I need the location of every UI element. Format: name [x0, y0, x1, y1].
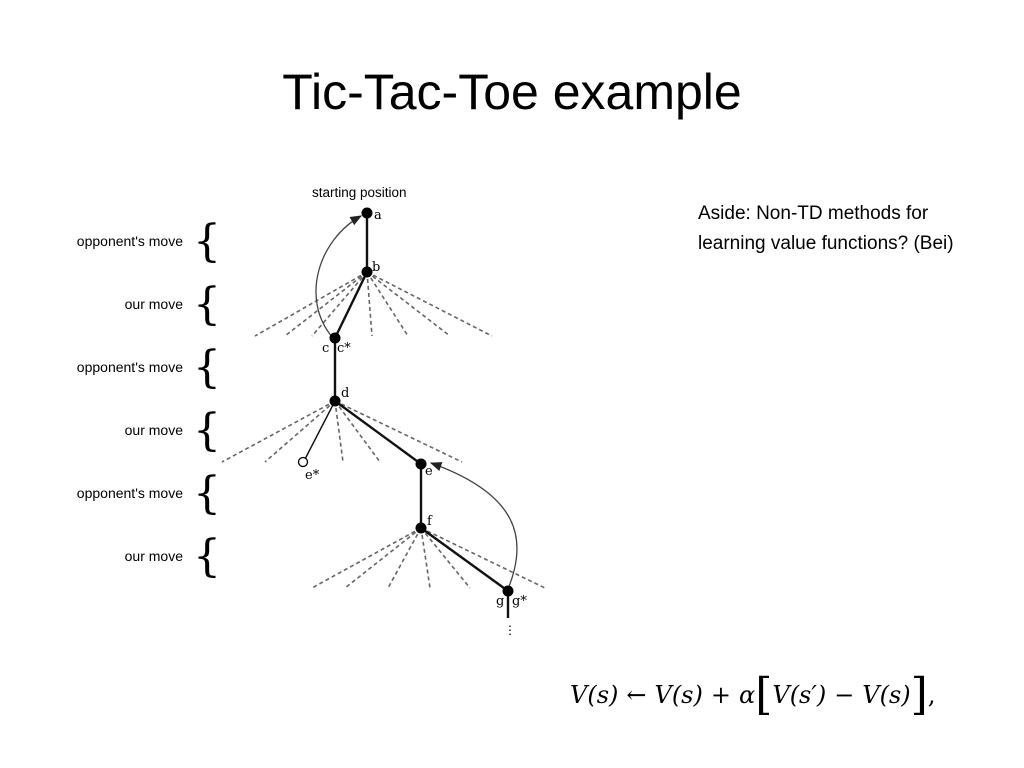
dashed-branch: [420, 527, 546, 589]
slide-title: Tic-Tac-Toe example: [282, 64, 742, 120]
dashed-branch: [264, 400, 336, 463]
formula-v-s: V(s): [654, 681, 703, 709]
edge-d-e: [334, 400, 422, 465]
root-caption: starting position: [312, 185, 407, 200]
node-label-c: c: [322, 341, 329, 356]
brace-icon: {: [193, 279, 221, 330]
formula-right-bracket: ]: [910, 669, 928, 720]
dashed-branch: [420, 527, 471, 589]
node-label-b: b: [372, 260, 380, 275]
node-label-d: d: [341, 386, 349, 401]
node-g: [502, 585, 514, 597]
node-c: [329, 332, 341, 344]
formula-arrow: ←: [626, 681, 647, 709]
formula-v-s-prime: V(s′): [772, 681, 827, 709]
backup-arrow-g-to-e: [429, 462, 518, 590]
node-b: [361, 266, 373, 278]
dashed-branch: [221, 400, 336, 463]
node-label-e-star: e*: [305, 468, 320, 483]
edge-b-c: [333, 271, 369, 339]
node-e-star: [297, 456, 309, 468]
move-label: our move: [125, 296, 184, 312]
dashed-branch: [366, 271, 373, 337]
move-label: our move: [125, 548, 184, 564]
dashed-branch: [387, 527, 422, 589]
move-label: our move: [125, 422, 184, 438]
move-label-row-3: opponent's move {: [77, 342, 221, 393]
backup-arrow-c-to-a: [315, 215, 363, 339]
node-label-a: a: [374, 208, 382, 223]
brace-icon: {: [193, 216, 221, 267]
played-path: [333, 213, 510, 618]
dashed-branch: [344, 527, 422, 589]
dashed-branch: [366, 271, 409, 337]
dashed-branch: [334, 400, 381, 463]
move-label: opponent's move: [77, 485, 183, 501]
game-tree-diagram: opponent's move { our move { opponent's …: [77, 185, 546, 637]
dashed-branch: [254, 271, 368, 337]
formula-v-s-second: V(s): [862, 681, 911, 709]
dashed-branch: [311, 527, 422, 589]
brace-icon: {: [193, 531, 221, 582]
formula-left-bracket: [: [755, 669, 773, 720]
move-label-row-4: our move {: [125, 405, 221, 456]
dashed-branch: [334, 400, 463, 463]
dashed-branch: [334, 400, 344, 463]
node-label-g-star: g*: [512, 594, 527, 609]
dashed-branch: [366, 271, 451, 337]
formula-plus: +: [710, 681, 731, 709]
dashed-branch: [420, 527, 431, 589]
node-a: [361, 207, 373, 219]
node-label-g: g: [496, 594, 504, 609]
move-label-row-1: opponent's move {: [77, 216, 221, 267]
node-f: [415, 522, 427, 534]
edge-f-g: [420, 527, 509, 592]
move-label-row-2: our move {: [125, 279, 221, 330]
brace-icon: {: [193, 342, 221, 393]
dashed-branch: [366, 271, 493, 337]
move-label: opponent's move: [77, 233, 183, 249]
node-label-e: e: [425, 464, 433, 479]
move-label: opponent's move: [77, 359, 183, 375]
aside-note: Aside: Non-TD methods for learning value…: [698, 203, 954, 254]
move-label-row-5: opponent's move {: [77, 468, 221, 519]
move-label-row-6: our move {: [125, 531, 221, 582]
node-label-f: f: [427, 514, 433, 529]
node-label-c-star: c*: [337, 341, 351, 356]
continuation-dots: ⋮: [504, 623, 516, 637]
node-d: [329, 395, 341, 407]
brace-icon: {: [193, 468, 221, 519]
dashed-branch: [284, 271, 368, 337]
edge-d-e-star: [303, 400, 336, 462]
formula-alpha: α: [738, 681, 756, 709]
formula-lhs: V(s): [570, 681, 619, 709]
node-e: [415, 458, 427, 470]
td-update-formula: V(s) ← V(s) + α [ V(s′) − V(s) ] ,: [570, 670, 935, 720]
dashed-branch: [311, 271, 368, 337]
formula-comma: ,: [927, 681, 936, 709]
brace-icon: {: [193, 405, 221, 456]
alternative-moves: [221, 271, 546, 589]
formula-minus: −: [834, 681, 855, 709]
